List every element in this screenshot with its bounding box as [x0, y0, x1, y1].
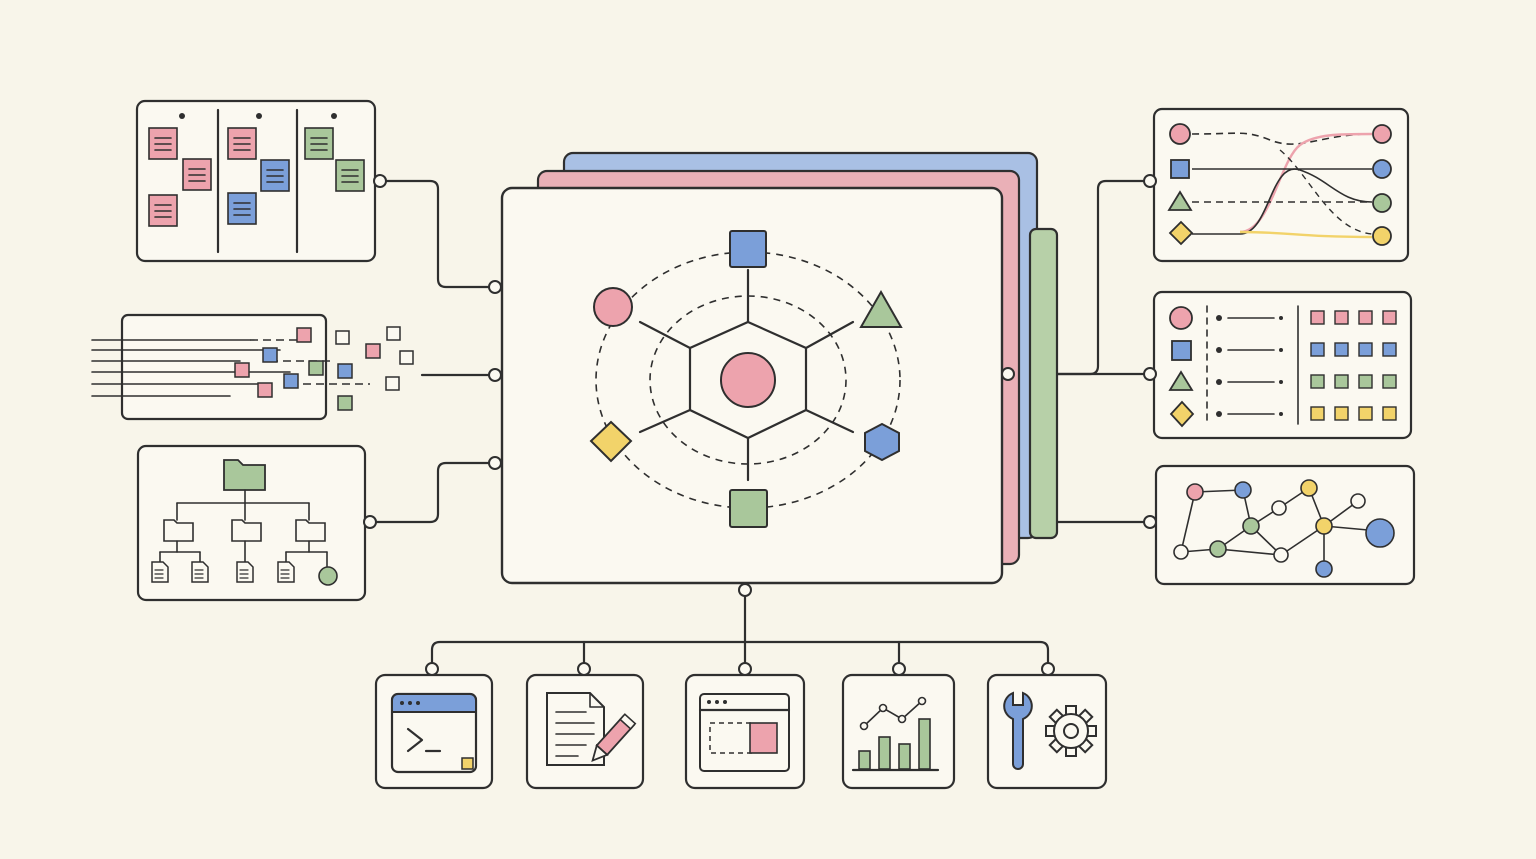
central-hub: [500, 151, 1059, 585]
terminal-tile[interactable]: [374, 673, 494, 790]
document-pencil-icon: [546, 692, 637, 766]
connectors: [368, 179, 1152, 671]
graph-icon: [1173, 479, 1395, 578]
hub-center-circle: [720, 352, 776, 408]
browser-window-tile[interactable]: [684, 673, 806, 790]
analytics-tile[interactable]: [841, 673, 956, 790]
crossing-lines-icon: [1167, 123, 1392, 246]
hub-layer-green: [1028, 227, 1059, 540]
folder-tree-icon: [151, 459, 338, 586]
connection-ports: [363, 174, 1157, 676]
file-tree-panel: [136, 444, 367, 602]
orbit-green-square: [729, 489, 768, 528]
terminal-icon: [390, 692, 478, 774]
stream-icon: [91, 326, 414, 411]
settings-tools-tile[interactable]: [986, 673, 1108, 790]
browser-window-icon: [698, 693, 791, 772]
orbit-yellow-diamond: [589, 420, 633, 463]
legend-grid-panel: [1152, 290, 1413, 440]
mapping-chart-panel: [1152, 107, 1410, 263]
document-edit-tile[interactable]: [525, 673, 645, 790]
orbit-pink-circle: [593, 287, 633, 327]
wrench-gear-icon: [1003, 691, 1097, 770]
legend-icon: [1168, 305, 1397, 428]
network-graph-panel: [1154, 464, 1416, 586]
orbit-blue-square: [729, 230, 767, 268]
bar-chart-icon: [851, 696, 940, 772]
kanban-board-panel: [135, 99, 377, 263]
kanban-icon: [148, 108, 365, 254]
orbit-green-triangle: [859, 289, 903, 328]
data-stream-panel: [91, 313, 414, 421]
orbit-blue-hexagon: [864, 422, 900, 462]
